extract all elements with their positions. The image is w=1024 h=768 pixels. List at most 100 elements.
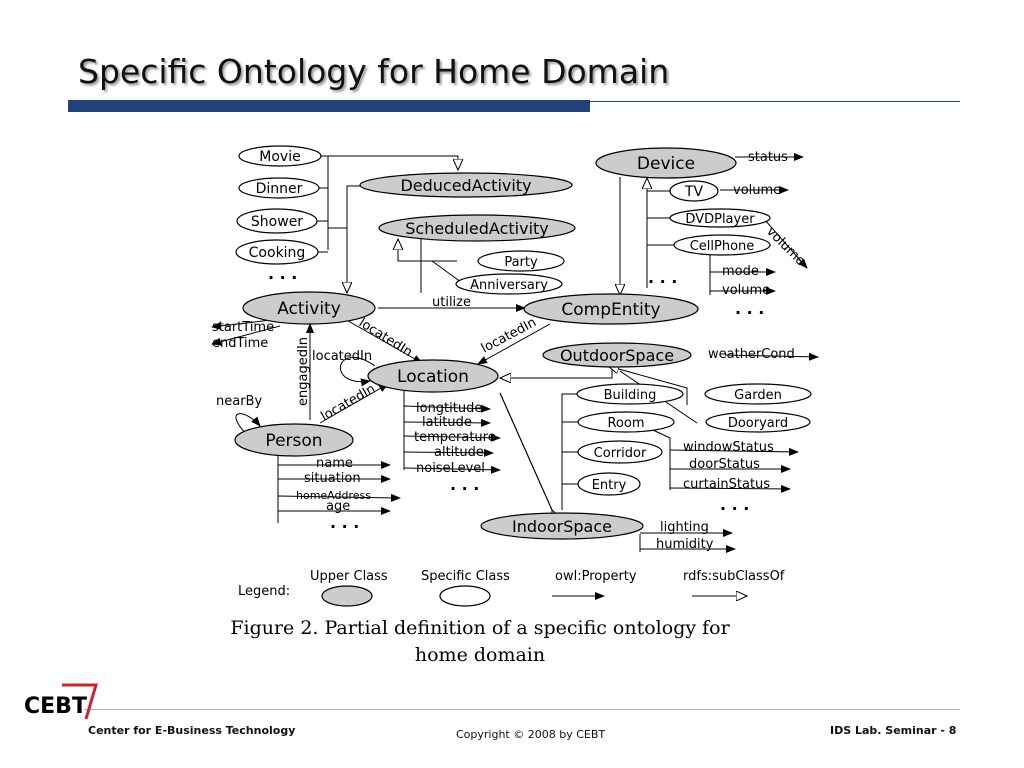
title-underline-rule [590,101,960,102]
node-scheduled-activity [378,214,576,242]
legend-owl-property-label: owl:Property [555,569,637,584]
label-comp-entity: CompEntity [561,300,660,320]
label-location: Location [397,367,469,387]
node-garden [704,383,812,405]
node-tv [669,180,719,202]
caption-line-2: home domain [414,644,546,666]
ellipsis-person-props: · · · [330,517,359,536]
node-party [477,250,565,272]
label-indoor-space: IndoorSpace [512,517,612,536]
prop-humidity: humidity [656,537,714,552]
node-dinner [238,177,320,199]
prop-home-address: homeAddress [296,489,371,502]
label-anniversary: Anniversary [470,278,548,293]
label-building: Building [604,388,657,403]
node-device [595,147,737,179]
ellipsis-cellphone-props: · · · [735,303,764,322]
ontology-diagram: Movie Dinner Shower Cooking Party Annive… [211,145,819,607]
node-indoor-space [480,512,644,540]
prop-cell-volume: volume [722,283,770,298]
prop-device-volume: volume [733,183,781,198]
label-device: Device [637,154,695,174]
cebt-logo: CEBT [24,683,99,720]
prop-status: status [748,150,788,165]
label-cellphone: CellPhone [690,239,755,254]
label-outdoor-space: OutdoorSpace [560,346,674,365]
legend: Legend: Upper Class Specific Class owl:P… [238,569,785,607]
node-corridor [577,440,663,464]
label-room: Room [607,416,644,431]
label-tv: TV [684,184,704,200]
prop-lighting: lighting [660,520,709,535]
ellipsis-room-props: · · · [720,499,749,518]
node-shower [236,208,318,234]
logo-text: CEBT [24,694,87,719]
legend-specific-class-swatch [439,585,491,607]
node-anniversary [455,273,563,295]
slide-title: Specific Ontology for Home Domain [78,52,670,91]
prop-curtain-status: curtainStatus [683,477,770,492]
legend-specific-class-label: Specific Class [421,569,510,584]
prop-end-time: endTime [212,336,268,351]
node-deduced-activity [359,172,573,198]
prop-utilize: utilize [432,295,471,310]
label-corridor: Corridor [594,446,647,461]
label-movie: Movie [259,149,300,165]
label-party: Party [504,255,538,270]
footer-divider [84,709,960,710]
label-activity: Activity [277,299,341,319]
prop-weather-cond: weatherCond [708,347,795,362]
label-dvdplayer: DVDPlayer [685,212,755,227]
prop-situation: situation [304,471,361,486]
node-comp-entity [523,293,699,325]
prop-mode: mode [722,264,759,279]
footer-page: IDS Lab. Seminar - 8 [830,724,957,737]
node-activity [242,291,376,325]
prop-temperature: temperature [414,430,496,445]
prop-noise-level: noiseLevel [416,461,485,476]
node-movie [238,145,322,167]
prop-door-status: doorStatus [689,457,760,472]
node-dvdplayer [669,208,771,228]
prop-engaged-in: engagedIn [296,337,311,406]
prop-name: name [316,456,353,471]
prop-near-by: nearBy [216,394,262,409]
prop-located-in-self: locatedIn [312,349,372,364]
node-outdoor-space [542,342,692,368]
label-person: Person [265,431,322,451]
node-entry [577,472,641,496]
label-entry: Entry [592,478,627,493]
node-cooking [235,239,319,265]
prop-start-time: startTime [212,320,274,335]
label-dooryard: Dooryard [728,416,788,431]
prop-age: age [326,499,350,514]
prop-altitude: altitude [434,445,484,460]
node-location [367,359,499,393]
footer-org: Center for E-Business Technology [88,724,296,737]
caption-line-1: Figure 2. Partial definition of a specif… [230,617,730,639]
ellipsis-device-subclasses: · · · [648,272,677,291]
prop-window-status: windowStatus [683,440,774,455]
prop-longtitude: longtitude [416,401,482,416]
label-deduced-activity: DeducedActivity [400,176,531,195]
node-room [577,411,675,433]
node-person [234,423,354,457]
legend-subclass-of-label: rdfs:subClassOf [683,569,785,584]
prop-located-in-person: locatedIn [319,381,379,424]
node-building [576,383,684,405]
legend-upper-class-swatch [321,585,373,607]
label-scheduled-activity: ScheduledActivity [405,219,549,238]
label-dinner: Dinner [256,181,303,197]
footer-copyright: Copyright © 2008 by CEBT [456,728,606,741]
label-garden: Garden [734,388,782,403]
logo-frame-icon [62,683,99,720]
title-underline-bar [68,100,590,112]
prop-located-in-comp: locatedIn [479,315,539,356]
node-cellphone [673,234,771,256]
legend-label: Legend: [238,584,290,599]
figure-caption: Figure 2. Partial definition of a specif… [200,615,760,669]
node-dooryard [705,411,811,433]
ellipsis-location-props: · · · [450,479,479,498]
prop-latitude: latitude [422,415,472,430]
label-shower: Shower [251,214,303,230]
